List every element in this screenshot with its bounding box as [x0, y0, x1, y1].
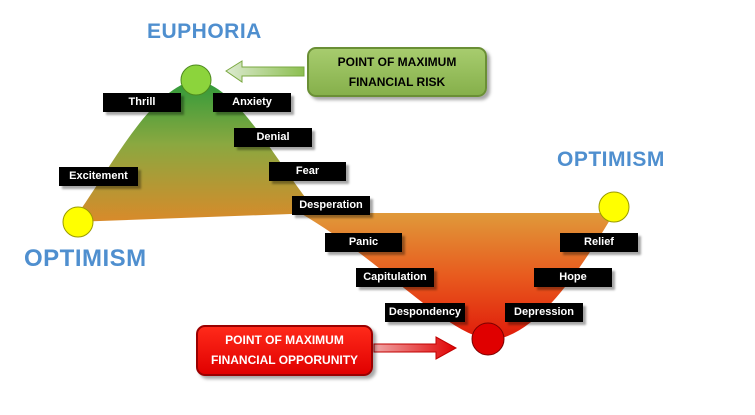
- euphoria-label: EUPHORIA: [147, 20, 262, 43]
- emotion-depression: Depression: [505, 303, 583, 322]
- max-opportunity-line-2: FINANCIAL OPPORUNITY: [210, 353, 359, 367]
- emotion-despondency: Despondency: [385, 303, 465, 322]
- emotion-relief: Relief: [560, 233, 638, 252]
- max-opportunity-callout: POINT OF MAXIMUM FINANCIAL OPPORUNITY: [196, 325, 373, 376]
- optimism-right-marker: [598, 191, 630, 223]
- optimism-right-label: OPTIMISM: [557, 148, 665, 171]
- emotion-denial: Denial: [234, 128, 312, 147]
- risk-arrow: [225, 60, 305, 83]
- bull-hill: [72, 80, 318, 222]
- euphoria-marker: [180, 64, 212, 96]
- emotion-panic: Panic: [325, 233, 402, 252]
- max-risk-line-1: POINT OF MAXIMUM: [337, 55, 457, 69]
- optimism-left-marker: [62, 206, 94, 238]
- trough-marker: [471, 322, 505, 356]
- opportunity-arrow: [373, 336, 458, 360]
- emotion-capitulation: Capitulation: [356, 268, 434, 287]
- emotion-anxiety: Anxiety: [213, 93, 291, 112]
- max-opportunity-line-1: POINT OF MAXIMUM: [225, 333, 344, 347]
- emotion-excitement: Excitement: [59, 167, 138, 186]
- optimism-left-label: OPTIMISM: [24, 245, 147, 272]
- emotion-hope: Hope: [534, 268, 612, 287]
- max-risk-line-2: FINANCIAL RISK: [348, 75, 446, 89]
- emotion-desperation: Desperation: [292, 196, 370, 215]
- emotion-thrill: Thrill: [103, 93, 181, 112]
- emotion-fear: Fear: [269, 162, 346, 181]
- max-risk-callout: POINT OF MAXIMUM FINANCIAL RISK: [307, 47, 487, 97]
